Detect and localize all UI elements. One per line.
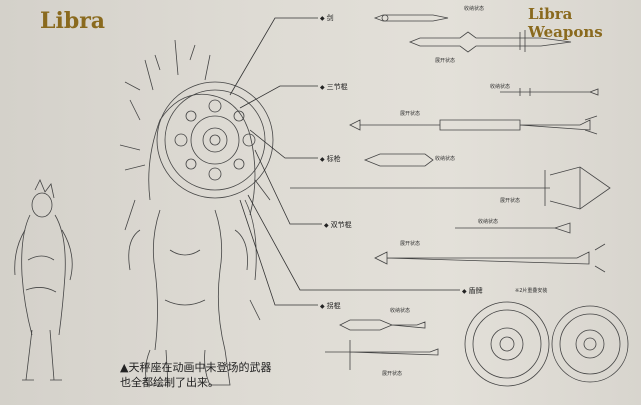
- cane-drawing: [325, 319, 439, 370]
- javelin-drawing: [290, 153, 611, 210]
- javelin-stowed-label: 收纳状态: [435, 156, 456, 162]
- shield-pair-drawing: [464, 301, 629, 387]
- label-javelin: ◆标枪: [320, 155, 341, 163]
- nunchaku-deployed-label: 展开状态: [400, 241, 421, 247]
- label-nunchaku: ◆双节棍: [324, 221, 352, 229]
- label-three-section-staff: ◆三节棍: [320, 83, 348, 91]
- caption: ▲天秤座在动画中未登场的武器 也全都绘制了出来。: [120, 360, 320, 390]
- shield-note: ※2片重叠安装: [515, 288, 548, 294]
- cane-stowed-label: 收纳状态: [390, 308, 411, 314]
- libra-weapons-title: Libra Weapons: [528, 5, 603, 41]
- staff-deployed-label: 展开状态: [400, 111, 421, 117]
- label-sword: ◆剑: [320, 14, 334, 22]
- libra-title: Libra: [40, 8, 106, 34]
- leader-lines: [229, 17, 460, 306]
- label-cane: ◆拐棍: [320, 302, 341, 310]
- nunchaku-drawing: [374, 222, 606, 273]
- sword-drawing: [373, 14, 572, 53]
- caption-line-1: ▲天秤座在动画中未登场的武器: [120, 361, 272, 374]
- nunchaku-stowed-label: 收纳状态: [478, 219, 499, 225]
- libra-figure-back-view: [119, 39, 271, 386]
- three-section-staff-drawing: [349, 88, 599, 135]
- label-shield: ◆盾牌: [462, 287, 483, 295]
- sword-stowed-label: 收纳状态: [464, 6, 485, 12]
- sword-deployed-label: 展开状态: [435, 58, 456, 64]
- cane-deployed-label: 展开状态: [382, 371, 403, 377]
- staff-stowed-label: 收纳状态: [490, 84, 511, 90]
- small-figure-drawing: [14, 179, 73, 381]
- javelin-deployed-label: 展开状态: [500, 198, 521, 204]
- back-shield-drawing: [156, 81, 274, 199]
- caption-line-2: 也全都绘制了出来。: [120, 376, 219, 389]
